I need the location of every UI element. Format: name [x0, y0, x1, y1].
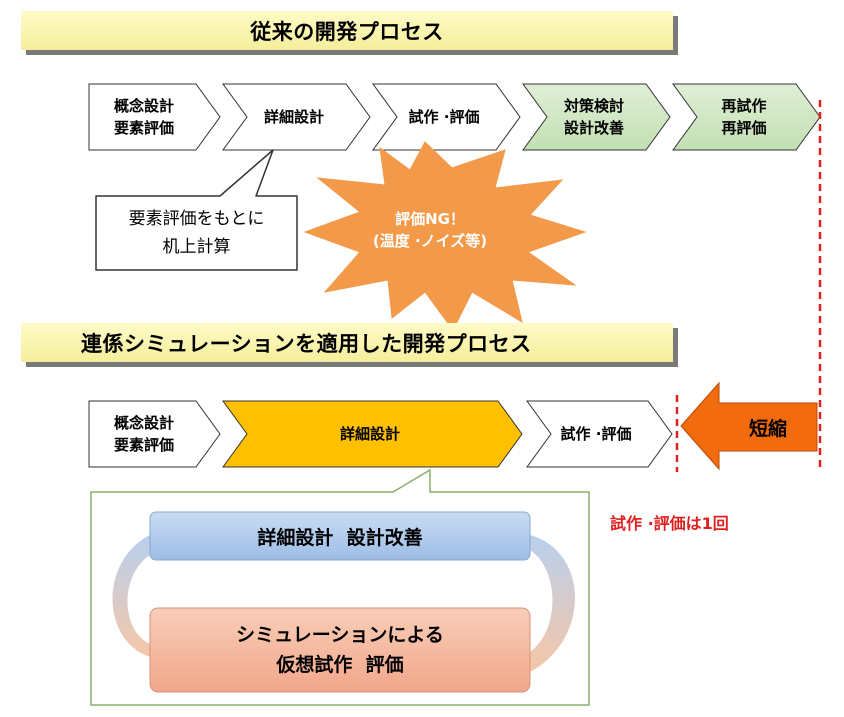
sim-step-detail-label: 詳細設計 — [339, 425, 400, 443]
sim-step-concept-label: 概念設計 要素評価 — [113, 414, 174, 454]
conv-step-proto — [372, 83, 521, 151]
conv-step-concept — [88, 83, 221, 151]
sim-step-detail — [222, 400, 523, 468]
conv-step-detail — [222, 83, 371, 151]
conv-step-countermeasure-label: 対策検討 設計改善 — [563, 97, 624, 137]
callout-bubble — [95, 149, 298, 271]
conventional-title: 従来の開発プロセス — [250, 19, 444, 44]
sim-step-proto-label: 試作 ·評価 — [560, 425, 632, 443]
conv-step-detail-label: 詳細設計 — [263, 108, 324, 126]
conventional-title-banner: 従来の開発プロセス — [21, 11, 673, 50]
loop-arc-right — [530, 535, 575, 672]
sim-step-proto — [526, 400, 673, 468]
conv-step-proto-label: 試作 ·評価 — [408, 108, 480, 126]
conv-step-concept-label: 概念設計 要素評価 — [113, 97, 174, 137]
simulation-title-banner: 連係シミュレーションを適用した開発プロセス — [21, 323, 673, 362]
design-improvement-text: 詳細設計 設計改善 — [257, 526, 423, 549]
conv-step-reproto — [672, 83, 821, 151]
callout-text: 要素評価をもとに 机上計算 — [128, 209, 265, 257]
design-improvement-box — [149, 511, 531, 561]
simulation-title: 連係シミュレーションを適用した開発プロセス — [81, 331, 532, 356]
conv-step-countermeasure — [522, 83, 671, 151]
ng-burst-text: 評価NG！ (温度 ·ノイズ等) — [372, 210, 488, 250]
sim-step-concept — [88, 400, 221, 468]
conv-step-reproto-label: 再試作 再評価 — [721, 97, 767, 137]
prototype-once-note: 試作 ·評価は1回 — [610, 514, 729, 533]
virtual-prototype-box — [149, 607, 531, 693]
shorten-arrow — [680, 381, 818, 471]
virtual-prototype-text: シミュレーションによる 仮想試作 評価 — [236, 624, 444, 676]
shorten-label: 短縮 — [748, 417, 787, 440]
loop-arc-left — [112, 535, 150, 657]
